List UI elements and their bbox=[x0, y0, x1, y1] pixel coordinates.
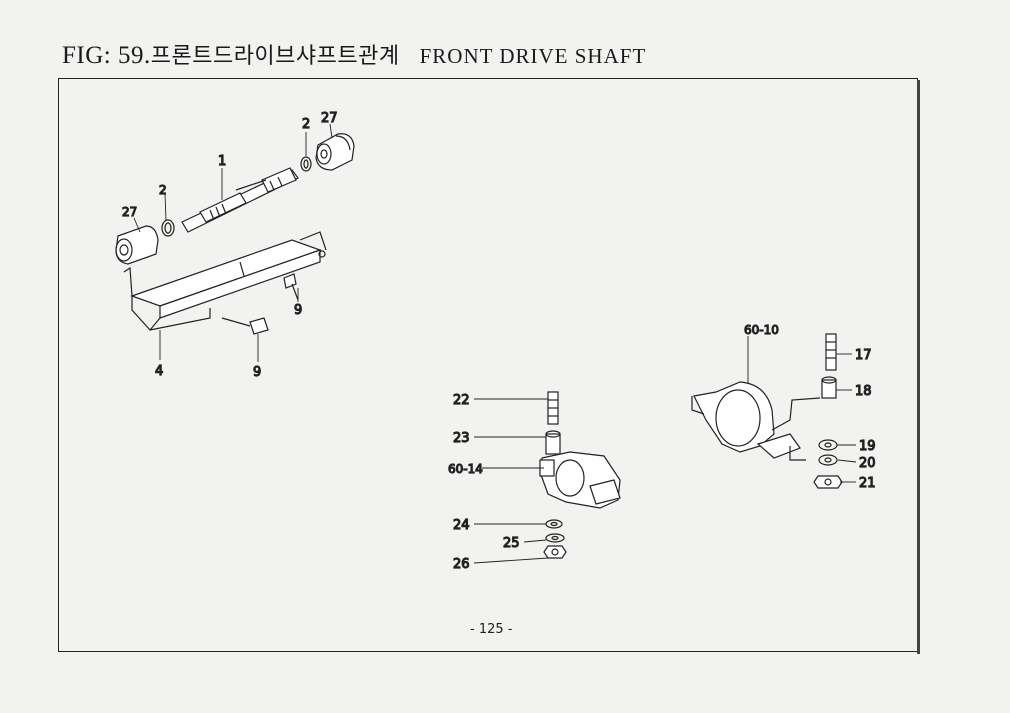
label-part-19: 19 bbox=[859, 439, 876, 454]
figure-title: FIG: 59.프론트드라이브샤프트관계 FRONT DRIVE SHAFT bbox=[62, 38, 646, 70]
part-23-collar bbox=[545, 430, 561, 455]
label-part-23: 23 bbox=[453, 431, 470, 446]
part-25-washer bbox=[545, 533, 565, 543]
figure-title-english: FRONT DRIVE SHAFT bbox=[419, 44, 647, 68]
part-2-upper-ring bbox=[300, 156, 312, 172]
label-part-27-lower: 27 bbox=[122, 205, 137, 219]
leader-lines bbox=[133, 123, 857, 564]
figure-title-korean: 프론트드라이브샤프트관계 bbox=[150, 44, 400, 69]
label-part-17: 17 bbox=[855, 348, 872, 363]
label-part-25: 25 bbox=[503, 536, 520, 551]
frame-shadow bbox=[917, 80, 920, 654]
page-number: - 125 - bbox=[470, 622, 513, 637]
part-20-washer bbox=[818, 454, 838, 466]
label-part-27-upper: 27 bbox=[321, 111, 338, 126]
label-part-18: 18 bbox=[855, 384, 872, 399]
label-part-9-upper: 9 bbox=[294, 303, 302, 318]
label-part-26: 26 bbox=[453, 557, 470, 572]
part-9-upper-screw bbox=[283, 273, 299, 301]
part-9-lower-screw bbox=[221, 317, 269, 335]
part-4-shaft-cover bbox=[123, 231, 327, 331]
part-27-lower-sleeve bbox=[115, 225, 159, 265]
part-27-upper-sleeve bbox=[315, 133, 355, 171]
label-part-9-lower: 9 bbox=[253, 365, 261, 380]
label-part-60-10: 60-10 bbox=[744, 323, 779, 337]
label-part-1: 1 bbox=[218, 154, 226, 169]
part-22-stud bbox=[547, 391, 559, 425]
label-part-2-lower: 2 bbox=[159, 183, 167, 197]
label-part-20: 20 bbox=[859, 456, 876, 471]
part-60-14-bracket bbox=[539, 451, 621, 509]
part-21-nut bbox=[813, 475, 843, 489]
part-26-nut bbox=[543, 545, 567, 559]
part-24-washer bbox=[545, 519, 563, 529]
part-1-shaft bbox=[181, 167, 299, 233]
part-2-lower-ring bbox=[161, 219, 175, 237]
label-part-21: 21 bbox=[859, 476, 876, 491]
part-19-washer bbox=[818, 439, 838, 451]
part-18-collar bbox=[821, 376, 837, 399]
part-17-stud bbox=[825, 333, 837, 371]
part-60-10-bracket bbox=[691, 381, 821, 461]
label-part-60-14: 60-14 bbox=[448, 462, 483, 476]
label-part-24: 24 bbox=[453, 518, 470, 533]
label-part-22: 22 bbox=[453, 393, 470, 408]
label-part-2-upper: 2 bbox=[302, 117, 310, 132]
label-part-4: 4 bbox=[155, 364, 163, 379]
figure-number: FIG: 59. bbox=[62, 42, 151, 69]
